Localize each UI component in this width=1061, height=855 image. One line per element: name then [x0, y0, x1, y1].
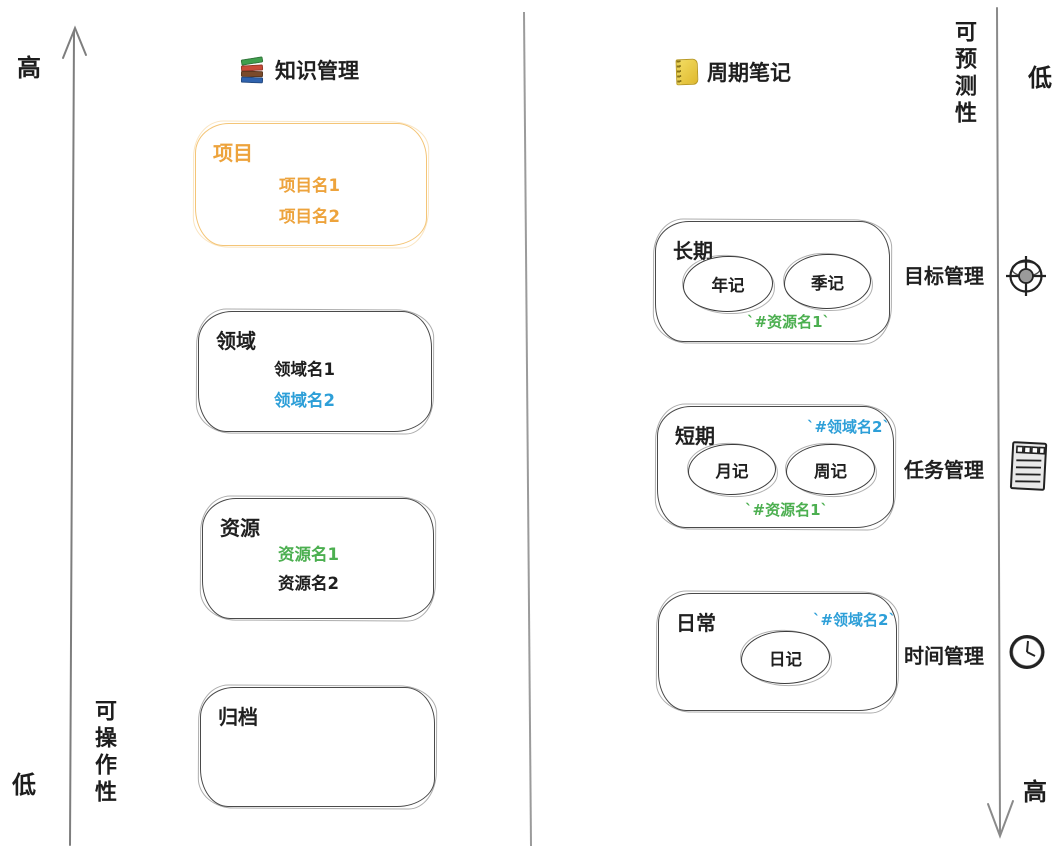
- resource-item-1: 资源名1: [278, 545, 339, 564]
- left-axis-bottom-label: 低: [12, 771, 36, 799]
- box-daily: 日常 `#领域名2` 日记: [658, 593, 897, 711]
- books-icon: [240, 56, 266, 84]
- knowledge-management-title: 知识管理: [240, 55, 359, 85]
- box-short-term-label: 短期: [675, 424, 715, 448]
- box-projects: 项目 项目名1 项目名2: [195, 123, 427, 246]
- quarterly-note-ellipse: 季记: [784, 254, 871, 309]
- yearly-note-ellipse: 年记: [683, 256, 773, 312]
- daily-note-label: 日记: [769, 649, 802, 669]
- daily-note-ellipse: 日记: [741, 631, 830, 684]
- right-axis-top-label: 低: [1028, 64, 1052, 92]
- box-areas-label: 领域: [216, 329, 256, 353]
- knowledge-management-title-text: 知识管理: [275, 59, 359, 83]
- area-item-1: 领域名1: [274, 360, 335, 379]
- notepad-icon: [1009, 441, 1048, 491]
- box-daily-label: 日常: [676, 611, 716, 635]
- left-axis-top-label: 高: [17, 54, 41, 82]
- area-item-2: 领域名2: [274, 391, 335, 410]
- target-icon: [1006, 256, 1046, 296]
- box-resources: 资源 资源名1 资源名2: [202, 498, 434, 619]
- box-archive: 归档: [200, 687, 435, 807]
- notebook-icon: [675, 58, 699, 86]
- project-item-1: 项目名1: [279, 176, 340, 195]
- monthly-note-ellipse: 月记: [688, 444, 776, 495]
- resource-item-2: 资源名2: [278, 574, 339, 593]
- weekly-note-label: 周记: [814, 461, 847, 481]
- left-axis-name: 可操作性: [91, 699, 116, 807]
- short-term-resource-tag: `#资源名1`: [745, 501, 829, 519]
- box-areas: 领域 领域名1 领域名2: [198, 311, 432, 432]
- periodic-notes-title: 周期笔记: [675, 57, 791, 87]
- monthly-note-label: 月记: [715, 461, 749, 481]
- time-management-label: 时间管理: [904, 644, 984, 668]
- right-axis-bottom-label: 高: [1023, 778, 1047, 806]
- box-resources-label: 资源: [220, 516, 260, 540]
- goal-management-label: 目标管理: [904, 264, 984, 288]
- yearly-note-label: 年记: [711, 276, 745, 295]
- box-long-term: 长期 年记 季记 `#资源名1`: [655, 221, 890, 342]
- short-term-area-tag: `#领域名2`: [806, 418, 890, 436]
- clock-icon: [1009, 635, 1045, 669]
- task-management-label: 任务管理: [904, 458, 984, 482]
- right-axis-name: 可预测性: [951, 20, 976, 128]
- box-archive-label: 归档: [218, 705, 258, 729]
- box-short-term: 短期 `#领域名2` 月记 周记 `#资源名1`: [657, 406, 894, 528]
- quarterly-note-label: 季记: [811, 273, 844, 293]
- box-projects-label: 项目: [213, 141, 253, 165]
- long-term-resource-tag: `#资源名1`: [747, 313, 831, 331]
- center-divider-line: [523, 11, 532, 847]
- right-axis-arrow-down: [987, 7, 1014, 839]
- project-item-2: 项目名2: [279, 207, 340, 226]
- periodic-notes-title-text: 周期笔记: [707, 61, 791, 85]
- weekly-note-ellipse: 周记: [786, 444, 875, 495]
- left-axis-arrow-up: [62, 25, 87, 846]
- daily-area-tag: `#领域名2`: [812, 611, 896, 629]
